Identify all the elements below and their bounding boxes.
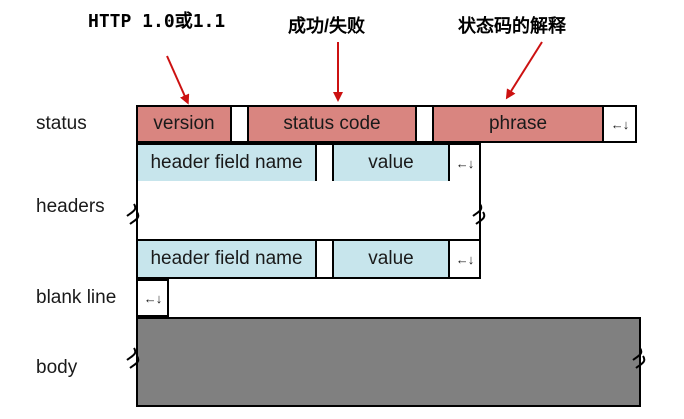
crlf-icon: ←↓: [610, 116, 629, 132]
status-version-label: version: [153, 113, 215, 134]
status-phrase-label: phrase: [488, 113, 548, 134]
headers-break-left: [126, 203, 140, 225]
phrase-arrow: [505, 41, 543, 100]
blank-line-row-label: blank line: [36, 287, 117, 308]
header1-name-field: header field name: [136, 143, 317, 183]
headers-row-label: headers: [36, 196, 105, 217]
status-code-field: status code: [247, 105, 417, 143]
crlf-icon: ←↓: [455, 251, 474, 267]
headers-break-right: [472, 203, 486, 225]
header2-name-label: header field name: [150, 248, 303, 269]
status-code-label: status code: [283, 113, 381, 134]
header2-crlf: ←↓: [448, 239, 481, 279]
version-annotation: HTTP 1.0或1.1: [88, 11, 226, 32]
version-arrow: [166, 55, 190, 105]
header1-value-label: value: [368, 152, 414, 173]
body-row-label: body: [36, 357, 78, 378]
body-break-right: [632, 347, 646, 369]
crlf-icon: ←↓: [143, 290, 162, 306]
headers-gap: [136, 181, 481, 239]
blank-line-crlf: ←↓: [136, 279, 169, 317]
status-code-annotation: 成功/失败: [288, 16, 366, 36]
header2-value-field: value: [332, 239, 450, 279]
body-block: [136, 317, 641, 407]
phrase-annotation: 状态码的解释: [458, 16, 566, 36]
status-row-label: status: [36, 113, 87, 134]
header2-name-field: header field name: [136, 239, 317, 279]
header1-value-field: value: [332, 143, 450, 183]
status-version-field: version: [136, 105, 232, 143]
header2-value-label: value: [368, 248, 414, 269]
header1-name-label: header field name: [150, 152, 303, 173]
body-break-left: [126, 347, 140, 369]
crlf-icon: ←↓: [455, 155, 474, 171]
status-phrase-field: phrase: [432, 105, 604, 143]
status-crlf: ←↓: [602, 105, 637, 143]
